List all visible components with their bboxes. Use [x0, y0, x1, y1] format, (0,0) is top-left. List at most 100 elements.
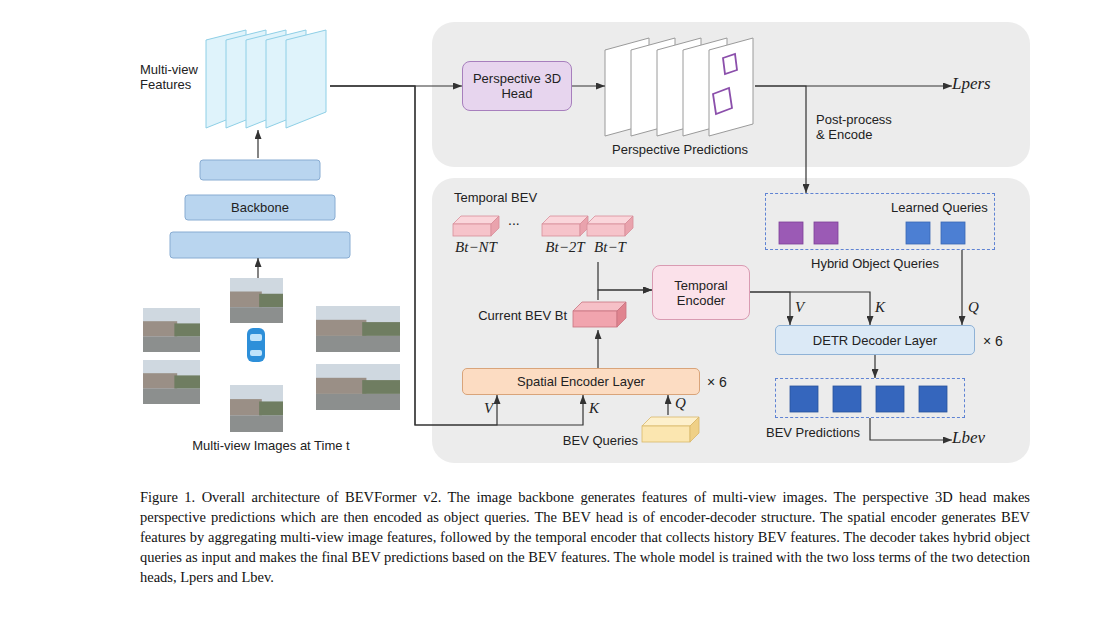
camera-image: [316, 364, 400, 410]
arrow-connector: [257, 258, 258, 278]
edge-label: V: [484, 401, 493, 416]
building: [316, 378, 366, 394]
current-bev: Current BEV Bt: [455, 300, 630, 330]
figure-caption: Figure 1. Overall architecture of BEVFor…: [140, 487, 1030, 587]
road: [316, 394, 400, 410]
trees: [362, 380, 400, 394]
cube-side: [617, 302, 626, 327]
bev-band: [432, 178, 1030, 463]
cube-front: [453, 224, 491, 236]
head-box: Perspective 3D Head: [462, 61, 572, 111]
temporal-bev-group: Temporal BEVBt−NTBt−2TBt−T: [448, 190, 638, 262]
backbone-layer: [185, 195, 335, 220]
arrow-connector: [750, 292, 790, 325]
trees: [174, 323, 200, 336]
arrow-connector: [750, 292, 870, 325]
encoder-box: Spatial Encoder Layer: [462, 368, 700, 395]
camera-image: [143, 308, 200, 352]
node-label: Bt−2T: [535, 240, 595, 255]
bev-cube: Bt−T: [585, 214, 635, 260]
node-art: [776, 379, 966, 419]
road: [316, 336, 400, 352]
bev-cube: Bt−2T: [540, 214, 590, 260]
box-prediction: [713, 88, 732, 114]
building: [316, 320, 366, 336]
arrow-connector: [598, 262, 652, 290]
repeat-count: × 6: [983, 333, 1003, 349]
node-label: Temporal Encoder: [653, 266, 749, 319]
node-label: Perspective Predictions: [595, 142, 765, 157]
feature-stack: Multi-view Features: [140, 28, 330, 130]
query-square: [779, 222, 803, 244]
repeat-count: × 6: [707, 374, 727, 390]
node-label: Bt−T: [580, 240, 640, 255]
query-group: Learned QueriesHybrid Object Queries: [765, 193, 995, 250]
node-art: [605, 36, 755, 160]
arrow-connector: [330, 85, 462, 86]
road: [230, 416, 283, 432]
node-art: [140, 278, 402, 458]
arrow-connector: [667, 395, 668, 415]
node-label: BEV Predictions: [766, 425, 886, 440]
query-cube: BEV Queries: [550, 415, 705, 450]
edge-label: V: [795, 300, 804, 315]
car-window: [250, 334, 262, 341]
road: [143, 337, 200, 352]
camera-image: [143, 360, 200, 404]
cube-side: [690, 417, 699, 442]
car-window: [250, 350, 262, 356]
backbone-layer: [200, 160, 320, 180]
cube-front: [587, 224, 625, 236]
node-label: Bt−NT: [446, 240, 506, 255]
arrow-connector: [961, 250, 962, 325]
query-square: [906, 222, 930, 244]
node-label: Multi-view Features: [140, 62, 212, 92]
encoder-box: Temporal Encoder: [652, 265, 750, 320]
node-label: Spatial Encoder Layer: [463, 369, 699, 394]
box-prediction: [723, 54, 737, 74]
arrow-connector: [598, 290, 652, 300]
cube-front: [542, 224, 580, 236]
arrow-connector: [257, 130, 258, 158]
prediction-group: BEV Predictions: [775, 378, 965, 418]
arrow-connector: [755, 86, 806, 193]
bev-cube: Bt−NT: [451, 214, 501, 260]
edge-label: K: [875, 300, 885, 315]
arrow-connector: [572, 85, 605, 86]
camera-image: [316, 306, 400, 352]
loss-term: Lpers: [952, 74, 1008, 98]
node-label: Multi-view Images at Time t: [140, 438, 402, 453]
arrow-connector: [330, 86, 497, 425]
prediction-stack: Perspective Predictions: [605, 36, 755, 160]
query-square: [941, 222, 965, 244]
perspective-band: [432, 22, 1030, 167]
building: [230, 399, 262, 415]
road: [143, 389, 200, 404]
arrow-connector: [874, 355, 875, 378]
feature-map: [286, 30, 326, 128]
node-label: Lpers: [952, 76, 1008, 91]
edge-label: K: [589, 401, 599, 416]
building: [143, 373, 177, 388]
ego-car: [247, 328, 265, 362]
cube-front: [573, 311, 617, 327]
node-label: BEV Queries: [550, 433, 638, 448]
trees: [259, 294, 283, 308]
edge-label: Post-process & Encode: [816, 112, 904, 142]
node-label: Current BEV Bt: [455, 308, 567, 323]
node-label: Lbev: [952, 430, 1008, 445]
building: [230, 292, 262, 308]
edge-label: Q: [968, 300, 979, 315]
arrow-connector: [870, 418, 952, 440]
road: [230, 307, 283, 323]
camera-images: Multi-view Images at Time t: [140, 278, 402, 458]
edge-label: Q: [675, 396, 686, 411]
query-square: [814, 222, 838, 244]
trees: [259, 401, 283, 415]
decoder-box: DETR Decoder Layer: [775, 325, 975, 355]
node-label: Learned Queries: [891, 200, 996, 215]
cube-top: [642, 417, 699, 426]
arrow-connector: [755, 85, 952, 86]
loss-term: Lbev: [952, 428, 1008, 452]
